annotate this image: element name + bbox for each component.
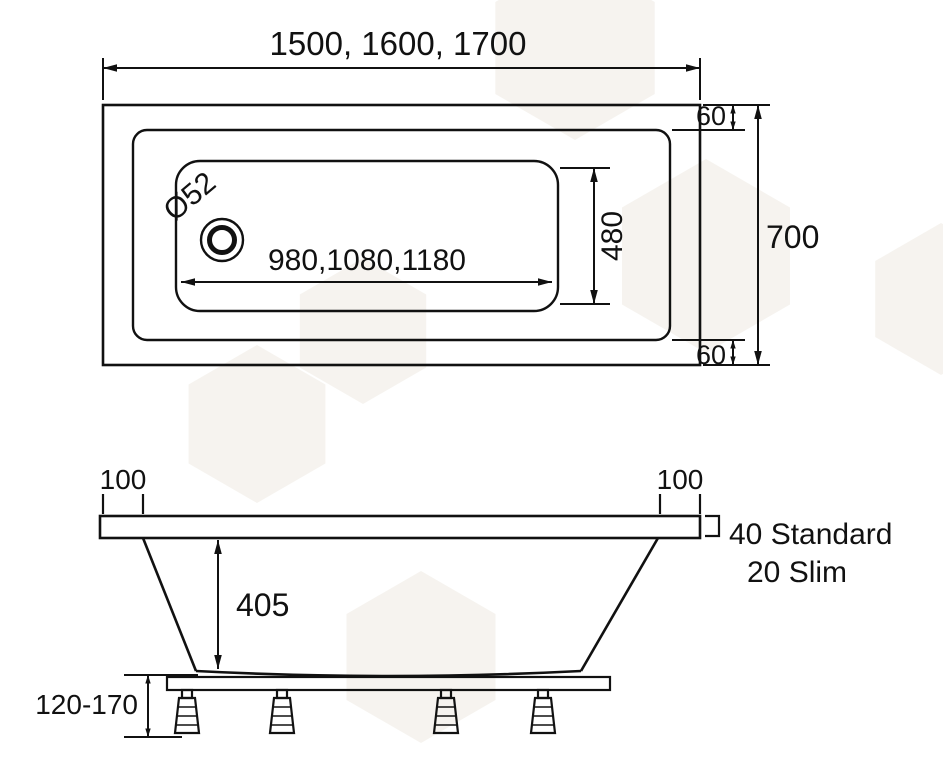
basin-width-label: 480 xyxy=(596,211,629,261)
tub-rim xyxy=(131,128,672,342)
tub-left-slope xyxy=(141,537,198,672)
hexagon-shape xyxy=(188,345,326,503)
dim-overhang-left xyxy=(101,494,145,514)
foot-mount xyxy=(180,688,194,700)
foot-body xyxy=(529,696,557,735)
panel-slim-label: 20 Slim xyxy=(747,556,847,589)
tub-right-slope xyxy=(579,537,660,672)
hexagon-shape xyxy=(346,571,496,743)
tub-outer-edge xyxy=(101,103,702,367)
basin-length-label: 980,1080,1180 xyxy=(268,244,466,277)
dim-overhang-right xyxy=(658,494,702,514)
hexagon-shape xyxy=(875,223,943,375)
drain-inner-ring xyxy=(207,225,237,255)
tub-basin xyxy=(174,159,560,313)
overhang-right-label: 100 xyxy=(657,464,704,495)
panel-thickness-bracket xyxy=(705,514,721,538)
overall-width-label: 700 xyxy=(766,219,819,255)
dim-overall-width xyxy=(703,104,770,366)
side-view xyxy=(98,494,721,738)
hexagon-shape xyxy=(299,258,427,404)
foot-body xyxy=(432,696,460,735)
side-view-labels: 100 100 405 120-170 40 Standard 20 Slim xyxy=(35,464,892,720)
rim-bottom-label: 60 xyxy=(696,340,726,370)
rim-slab xyxy=(98,514,702,540)
hexagon-shape xyxy=(495,0,655,140)
adjustable-foot xyxy=(268,688,296,735)
drain-diameter-label: Ø52 xyxy=(158,166,223,228)
dim-basin-width xyxy=(560,167,610,305)
dim-rim-bottom xyxy=(672,339,745,365)
hexagon-shape xyxy=(622,159,790,353)
hexagon-watermark xyxy=(188,0,943,743)
foot-body xyxy=(268,696,296,735)
top-view xyxy=(101,58,770,367)
foot-body xyxy=(173,696,201,735)
foot-mount xyxy=(536,688,550,700)
adjustable-foot xyxy=(173,688,201,735)
dim-feet-height xyxy=(124,674,198,738)
dim-rim-top xyxy=(672,105,745,131)
drain-outer-ring xyxy=(199,217,245,263)
dim-overall-length xyxy=(102,58,701,100)
adjustable-foot xyxy=(529,688,557,735)
depth-label: 405 xyxy=(236,587,289,623)
foot-mount xyxy=(275,688,289,700)
base-frame xyxy=(165,675,612,692)
adjustable-foot xyxy=(432,688,460,735)
rim-top-label: 60 xyxy=(696,101,726,131)
panel-standard-label: 40 Standard xyxy=(729,518,892,551)
overhang-left-label: 100 xyxy=(100,464,147,495)
overall-length-label: 1500, 1600, 1700 xyxy=(270,25,527,62)
feet-range-label: 120-170 xyxy=(35,689,138,720)
